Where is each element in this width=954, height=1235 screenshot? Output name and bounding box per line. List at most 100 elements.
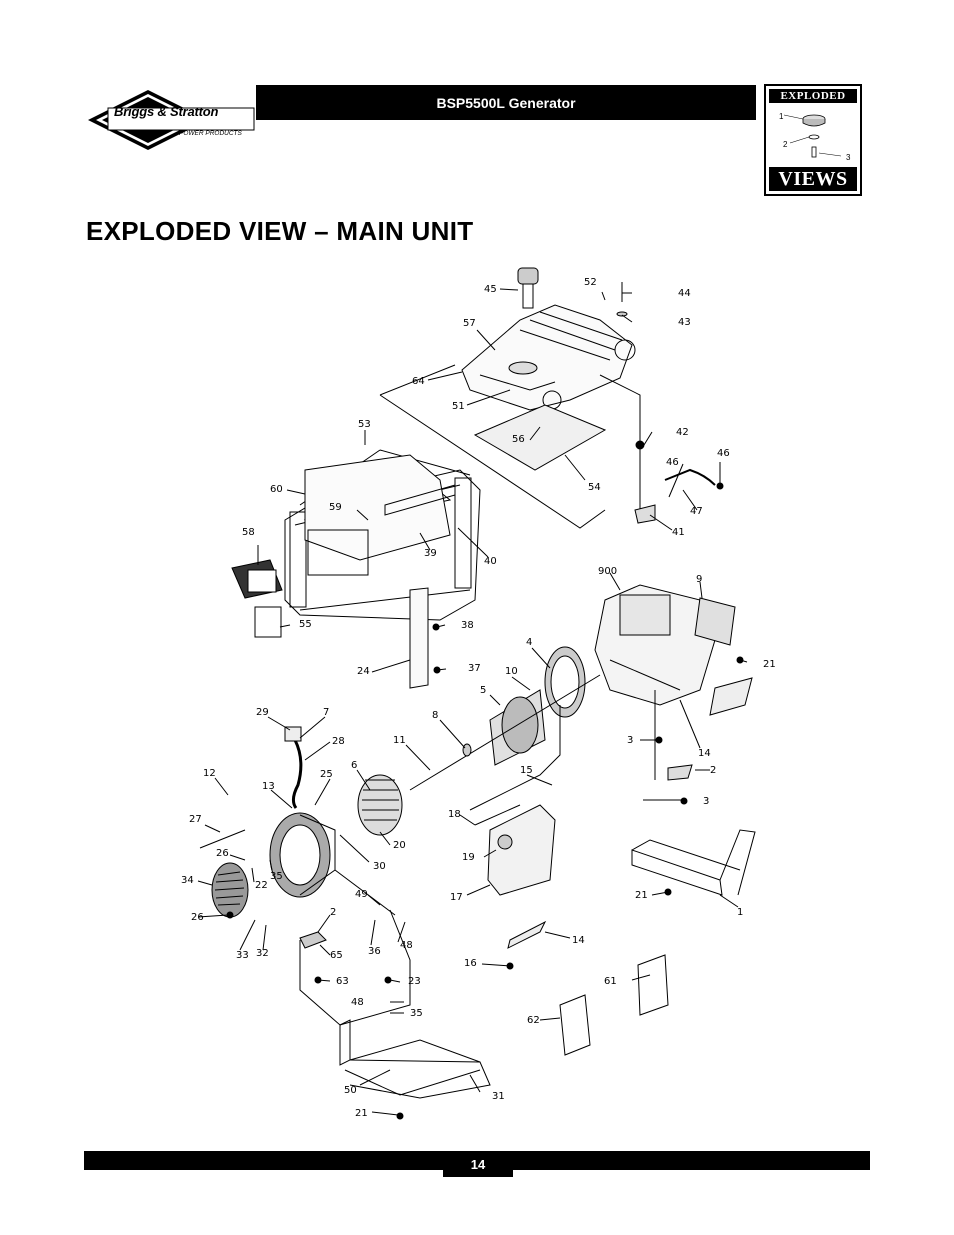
callout-49: 49 [355, 889, 368, 900]
callout-48b: 48 [351, 997, 364, 1008]
callout-15: 15 [520, 765, 533, 776]
callout-46b: 46 [717, 448, 730, 459]
callout-47: 47 [690, 506, 703, 517]
callout-57: 57 [463, 318, 476, 329]
rotor [489, 689, 546, 766]
callout-42: 42 [676, 427, 689, 438]
callout-3b: 3 [703, 796, 709, 807]
exploded-views-badge: EXPLODED 1 2 3 VIEWS [764, 84, 862, 196]
handle-right [631, 829, 756, 896]
callout-51: 51 [452, 401, 465, 412]
callout-900: 900 [598, 566, 617, 577]
callout-30: 30 [373, 861, 386, 872]
callout-52: 52 [584, 277, 597, 288]
callout-32: 32 [256, 948, 269, 959]
callout-23: 23 [408, 976, 421, 987]
callout-6: 6 [351, 760, 357, 771]
callout-14b: 14 [572, 935, 585, 946]
callout-38: 38 [461, 620, 474, 631]
callout-19: 19 [462, 852, 475, 863]
callout-9: 9 [696, 574, 702, 585]
callout-33: 33 [236, 950, 249, 961]
callout-48: 48 [400, 940, 413, 951]
callout-12: 12 [203, 768, 216, 779]
callout-63: 63 [336, 976, 349, 987]
callout-27: 27 [189, 814, 202, 825]
callout-35b: 35 [410, 1008, 423, 1019]
callout-64: 64 [412, 376, 425, 387]
callout-31: 31 [492, 1091, 505, 1102]
callout-54: 54 [588, 482, 601, 493]
briggs-stratton-logo: Briggs & Stratton POWER PRODUCTS [84, 84, 256, 156]
callout-59: 59 [329, 502, 342, 513]
callout-3: 3 [627, 735, 633, 746]
control-panel [304, 454, 456, 576]
callout-8: 8 [432, 710, 438, 721]
page-title: EXPLODED VIEW – MAIN UNIT [86, 216, 474, 246]
engine [594, 584, 736, 706]
callout-22: 22 [255, 880, 268, 891]
logo-brand-text: Briggs & Stratton [114, 104, 219, 119]
stator [357, 774, 403, 836]
callout-7: 7 [323, 707, 329, 718]
callout-41: 41 [672, 527, 685, 538]
logo-sub-text: POWER PRODUCTS [179, 130, 242, 137]
callout-21c: 21 [355, 1108, 368, 1119]
callout-2: 2 [710, 765, 716, 776]
callout-29: 29 [256, 707, 269, 718]
grille [211, 862, 249, 918]
handle-left [339, 1019, 491, 1099]
fan [544, 646, 586, 718]
callout-37: 37 [468, 663, 481, 674]
callout-17: 17 [450, 892, 463, 903]
callout-20: 20 [393, 840, 406, 851]
callout-40: 40 [484, 556, 497, 567]
badge-illustration-icon [783, 114, 842, 158]
callout-34: 34 [181, 875, 194, 886]
callout-55: 55 [299, 619, 312, 630]
header-title-bar: BSP5500L Generator [256, 85, 756, 120]
callout-26b: 26 [191, 912, 204, 923]
header-title: BSP5500L Generator [436, 94, 576, 111]
callout-60: 60 [270, 484, 283, 495]
badge-callout-2: 2 [783, 140, 788, 149]
callout-56: 56 [512, 434, 525, 445]
callout-25: 25 [320, 769, 333, 780]
callout-44: 44 [678, 288, 691, 299]
callout-62: 62 [527, 1015, 540, 1026]
callout-50: 50 [344, 1085, 357, 1096]
badge-bottom-label: VIEWS [769, 167, 857, 191]
callout-11: 11 [393, 735, 406, 746]
callout-1: 1 [737, 907, 743, 918]
callout-10: 10 [505, 666, 518, 677]
callout-58: 58 [242, 527, 255, 538]
exploded-view-diagram: 45 52 44 43 57 64 51 53 56 42 46 60 59 5… [181, 267, 776, 1120]
callout-16: 16 [464, 958, 477, 969]
callout-36: 36 [368, 946, 381, 957]
callout-35: 35 [270, 871, 283, 882]
badge-callout-3: 3 [846, 153, 851, 162]
callout-43: 43 [678, 317, 691, 328]
callout-2b: 2 [330, 907, 336, 918]
fuel-tank [461, 304, 636, 411]
logo-diamond-icon [88, 90, 255, 150]
callout-14: 14 [698, 748, 711, 759]
callout-labels: 45 52 44 43 57 64 51 53 56 42 46 60 59 5… [181, 277, 776, 1119]
callout-13: 13 [262, 781, 275, 792]
muffler [487, 804, 556, 896]
callout-45: 45 [484, 284, 497, 295]
callout-61: 61 [604, 976, 617, 987]
callout-21b: 21 [635, 890, 648, 901]
callout-26: 26 [216, 848, 229, 859]
callout-4: 4 [526, 637, 532, 648]
badge-top-label: EXPLODED [769, 89, 857, 103]
callout-46: 46 [666, 457, 679, 468]
callout-18: 18 [448, 809, 461, 820]
callout-21: 21 [763, 659, 776, 670]
callout-5: 5 [480, 685, 486, 696]
callout-28: 28 [332, 736, 345, 747]
end-bell [269, 812, 336, 898]
callout-65: 65 [330, 950, 343, 961]
callout-39: 39 [424, 548, 437, 559]
callout-24: 24 [357, 666, 370, 677]
